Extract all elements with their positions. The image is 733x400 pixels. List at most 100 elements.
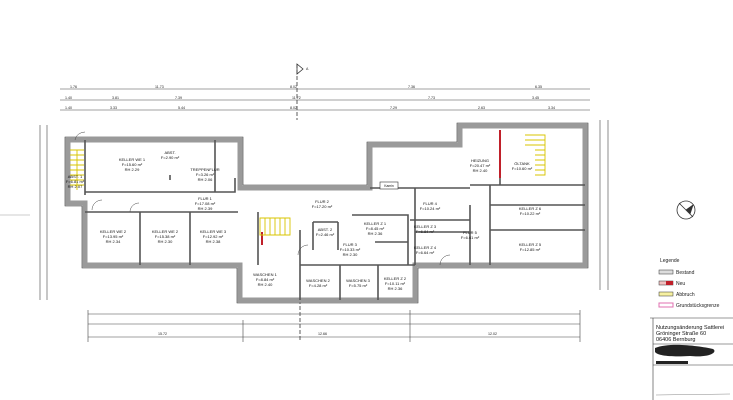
svg-text:KELLER WE 2: KELLER WE 2: [152, 229, 179, 234]
svg-text:FLUR 2: FLUR 2: [315, 199, 330, 204]
svg-text:KELLER WE 3: KELLER WE 3: [200, 229, 227, 234]
room-keller-z-4: KELLER Z 4F=6.64 m²: [414, 245, 437, 255]
svg-text:RH 2.40: RH 2.40: [258, 282, 273, 287]
svg-text:RH 2.06: RH 2.06: [198, 177, 213, 182]
svg-text:12.02: 12.02: [488, 332, 497, 336]
svg-text:F=20.47 m²: F=20.47 m²: [470, 163, 491, 168]
room-waschen-2: WASCHEN 2F=4.28 m²: [306, 278, 330, 288]
redaction-mark: [655, 344, 715, 357]
svg-text:KELLER WE 1: KELLER WE 1: [119, 157, 146, 162]
svg-text:F=10.33 m²: F=10.33 m²: [340, 247, 361, 252]
svg-text:WASCHEN 3: WASCHEN 3: [346, 278, 370, 283]
svg-text:3.81: 3.81: [112, 96, 119, 100]
svg-text:11.72: 11.72: [292, 96, 301, 100]
svg-text:F=17.20 m²: F=17.20 m²: [312, 204, 333, 209]
room-flur-5: FLUR 5F=6.61 m²: [461, 230, 480, 240]
svg-text:7.29: 7.29: [390, 106, 397, 110]
svg-text:F=4.28 m²: F=4.28 m²: [309, 283, 328, 288]
svg-text:F=8.84 m²: F=8.84 m²: [256, 277, 275, 282]
svg-text:Nutzungsänderung Sattlerei: Nutzungsänderung Sattlerei: [656, 325, 724, 331]
svg-text:RH 2.29: RH 2.29: [125, 167, 140, 172]
svg-text:8.02: 8.02: [290, 85, 297, 89]
svg-text:KELLER Z 3: KELLER Z 3: [414, 224, 437, 229]
svg-text:3.45: 3.45: [532, 96, 539, 100]
svg-text:KELLER Z 6: KELLER Z 6: [519, 206, 542, 211]
svg-text:KELLER Z 1: KELLER Z 1: [364, 221, 387, 226]
svg-text:F=13.95 m²: F=13.95 m²: [103, 234, 124, 239]
title-block: Nutzungsänderung Sattlerei Gröninger Str…: [650, 317, 733, 400]
svg-text:F=10.60 m²: F=10.60 m²: [512, 166, 533, 171]
legend-swatch-bestand: [658, 269, 674, 275]
svg-text:6.35: 6.35: [535, 85, 542, 89]
svg-text:KELLER Z 2: KELLER Z 2: [384, 276, 407, 281]
svg-text:FLUR 5: FLUR 5: [463, 230, 478, 235]
svg-text:HEIZUNG: HEIZUNG: [471, 158, 489, 163]
svg-text:F=17.08 m²: F=17.08 m²: [195, 201, 216, 206]
svg-text:RH 2.30: RH 2.30: [343, 252, 358, 257]
svg-text:7.36: 7.36: [408, 85, 415, 89]
svg-text:Grundstücksgrenze: Grundstücksgrenze: [676, 303, 720, 309]
svg-text:TREPPENFLUR: TREPPENFLUR: [190, 167, 219, 172]
svg-text:F=6.61 m²: F=6.61 m²: [461, 235, 480, 240]
svg-text:A: A: [306, 67, 309, 71]
svg-text:F=6.84 m²: F=6.84 m²: [416, 229, 435, 234]
legend-swatch-abbruch: [658, 291, 674, 297]
svg-text:1.76: 1.76: [70, 85, 77, 89]
svg-text:FLUR 1: FLUR 1: [198, 196, 213, 201]
svg-text:F=6.81 m²: F=6.81 m²: [66, 179, 85, 184]
svg-text:RH 2.34: RH 2.34: [106, 239, 121, 244]
kamin-box: [379, 181, 399, 190]
svg-text:F=12.85 m²: F=12.85 m²: [520, 247, 541, 252]
svg-text:7.39: 7.39: [175, 96, 182, 100]
svg-text:F=2.46 m²: F=2.46 m²: [316, 232, 335, 237]
svg-text:1.40: 1.40: [65, 96, 72, 100]
svg-text:1.40: 1.40: [65, 106, 72, 110]
svg-text:F=15.38 m²: F=15.38 m²: [155, 234, 176, 239]
room-flur-2: FLUR 2F=17.20 m²: [312, 199, 333, 209]
svg-text:5.44: 5.44: [178, 106, 185, 110]
svg-text:F=3.26 m²: F=3.26 m²: [196, 172, 215, 177]
svg-text:12.66: 12.66: [318, 332, 327, 336]
svg-text:15.72: 15.72: [158, 332, 167, 336]
stairs: [70, 131, 546, 266]
svg-text:3.34: 3.34: [548, 106, 555, 110]
svg-text:Kamin: Kamin: [384, 184, 394, 188]
svg-text:F=10.24 m²: F=10.24 m²: [420, 206, 441, 211]
svg-text:2.63: 2.63: [478, 106, 485, 110]
room-waschen-3: WASCHEN 3F=5.75 m²: [346, 278, 370, 288]
room-flur-4: FLUR 4F=10.24 m²: [420, 201, 441, 211]
building-walls: Kamin: [64, 122, 589, 304]
svg-text:ABST.: ABST.: [164, 150, 175, 155]
svg-text:Legende: Legende: [660, 258, 680, 264]
svg-text:Gröninger Straße 60: Gröninger Straße 60: [656, 331, 706, 337]
svg-text:ABST. 2: ABST. 2: [318, 227, 333, 232]
svg-text:F=2.90 m²: F=2.90 m²: [161, 155, 180, 160]
svg-text:F=8.45 m²: F=8.45 m²: [366, 226, 385, 231]
svg-text:7.73: 7.73: [428, 96, 435, 100]
svg-text:WASCHEN 2: WASCHEN 2: [306, 278, 330, 283]
svg-text:8.02: 8.02: [290, 106, 297, 110]
svg-text:Neu: Neu: [676, 281, 685, 287]
svg-text:ÖLTANK: ÖLTANK: [514, 161, 530, 166]
svg-text:RH 2.30: RH 2.30: [158, 239, 173, 244]
legend: Legende Bestand Neu Abbruch Grundstücksg…: [658, 258, 720, 309]
svg-text:F=6.64 m²: F=6.64 m²: [416, 250, 435, 255]
svg-text:KELLER Z 5: KELLER Z 5: [519, 242, 542, 247]
svg-text:RH 2.36: RH 2.36: [388, 286, 403, 291]
svg-text:FLUR 4: FLUR 4: [423, 201, 438, 206]
svg-text:RH 2.07: RH 2.07: [68, 184, 83, 189]
svg-text:RH 2.40: RH 2.40: [473, 168, 488, 173]
north-arrow-icon: [676, 200, 696, 220]
svg-text:KELLER WE 2: KELLER WE 2: [100, 229, 127, 234]
